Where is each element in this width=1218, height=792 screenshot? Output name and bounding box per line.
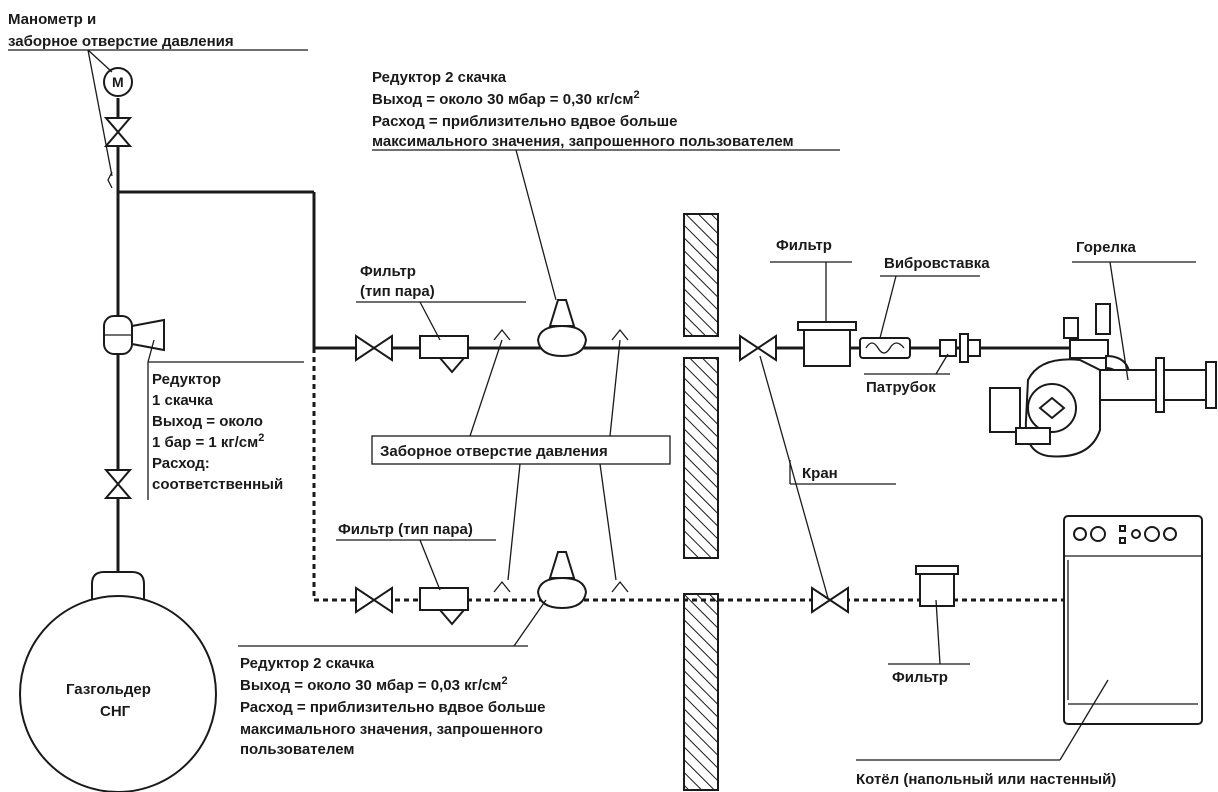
- reducer1-line2: 1 скачка: [152, 392, 214, 409]
- patrubok-label: Патрубок: [866, 379, 936, 396]
- pipe-network: [116, 98, 1070, 602]
- filter-top-line2: (тип пара): [360, 283, 435, 300]
- reducer2-top-line4: максимального значения, запрошенного пол…: [372, 133, 794, 150]
- reducer1-line1: Редуктор: [152, 371, 221, 388]
- tank-label-line1: Газгольдер: [66, 681, 151, 698]
- manometer-assembly: M: [103, 67, 133, 189]
- lpg-tank: [19, 571, 217, 792]
- burner-label: Горелка: [1076, 239, 1136, 256]
- burner: [989, 303, 1217, 458]
- filter-boiler-label: Фильтр: [892, 669, 948, 686]
- reducer2-bot-line1: Редуктор 2 скачка: [240, 655, 375, 672]
- manometer-symbol: M: [112, 74, 124, 90]
- reducer1-line4: 1 бар = 1 кг/см2: [152, 432, 264, 451]
- reducer2-top-line2: Выход = около 30 мбар = 0,30 кг/см2: [372, 89, 640, 108]
- reducer2-top-line3: Расход = приблизительно вдвое больше: [372, 113, 678, 130]
- filter-right-label: Фильтр: [776, 237, 832, 254]
- reducer1-line3: Выход = около: [152, 413, 263, 430]
- pressure-port-label: Заборное отверстие давления: [380, 443, 608, 460]
- leader-lines: [8, 49, 1196, 761]
- tank-label-line2: СНГ: [100, 703, 131, 720]
- walls: [683, 213, 719, 791]
- top-line-components: [355, 299, 981, 374]
- reducer-stage1: [103, 315, 165, 355]
- reducer1-line6: соответственный: [152, 476, 283, 493]
- vibro-label: Вибровставка: [884, 255, 990, 272]
- reducer2-bot-line2: Выход = около 30 мбар = 0,03 кг/см2: [240, 675, 508, 694]
- reducer2-bot-line4: максимального значения, запрошенного: [240, 721, 543, 738]
- boiler: [1063, 515, 1203, 725]
- reducer2-bot-line5: пользователем: [240, 741, 354, 758]
- manometer-label-line2: заборное отверстие давления: [8, 33, 234, 50]
- filter-top-line1: Фильтр: [360, 263, 416, 280]
- tap-label: Кран: [802, 465, 838, 482]
- manometer-label-line1: Манометр и: [8, 11, 96, 28]
- boiler-label: Котёл (напольный или настенный): [856, 771, 1116, 788]
- reducer2-top-line1: Редуктор 2 скачка: [372, 69, 507, 86]
- labels: Манометр и заборное отверстие давления Р…: [8, 11, 1136, 788]
- reducer1-line5: Расход:: [152, 455, 210, 472]
- riser-valve: [103, 469, 133, 499]
- filter-bottom-label: Фильтр (тип пара): [338, 521, 473, 538]
- bottom-line-components: [355, 551, 959, 626]
- reducer2-bot-line3: Расход = приблизительно вдвое больше: [240, 699, 546, 716]
